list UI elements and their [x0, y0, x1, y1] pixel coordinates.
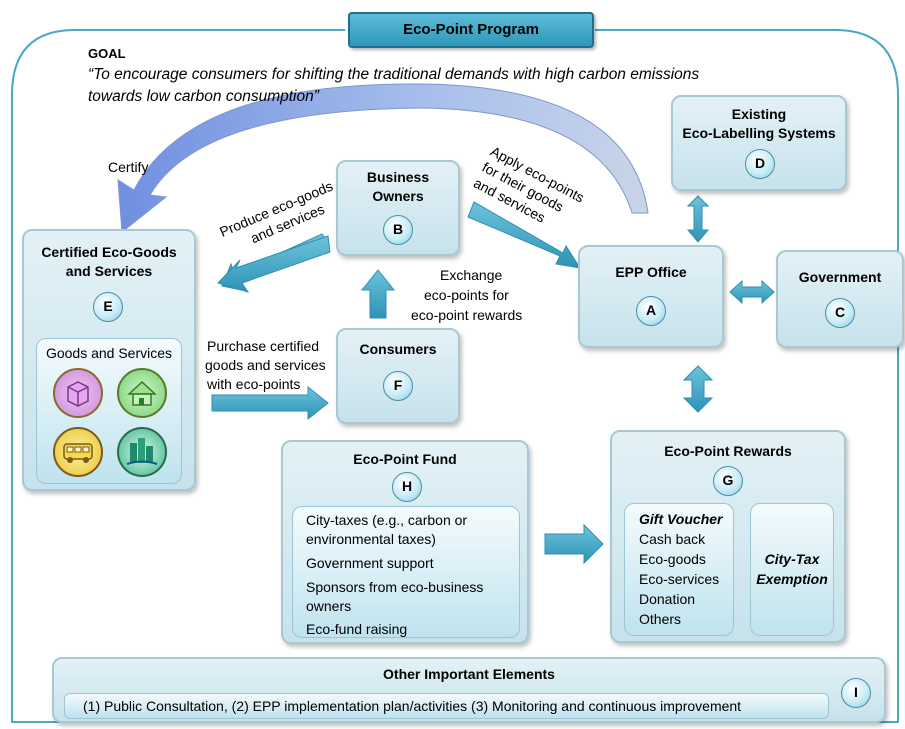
fund-item: owners	[306, 598, 352, 614]
city-tax-line1: City-Tax	[764, 551, 820, 567]
fund-to-rewards-arrow	[544, 523, 604, 565]
fund-item: Government support	[306, 555, 434, 571]
voucher-item: Eco-services	[639, 571, 720, 587]
node-h-title: Eco-Point Fund	[353, 451, 457, 467]
program-title: Eco-Point Program	[348, 12, 594, 48]
node-consumers: Consumers F	[336, 328, 460, 424]
node-existing-eco-labelling: Existing Eco-Labelling Systems D	[671, 95, 847, 191]
node-i-title: Other Important Elements	[383, 666, 555, 682]
program-title-text: Eco-Point Program	[403, 21, 539, 38]
node-c-badge: C	[825, 298, 855, 328]
label-purchase-line3: with eco-points	[207, 376, 301, 392]
a-c-arrow	[729, 279, 775, 305]
fund-item: City-taxes (e.g., carbon or	[306, 512, 468, 528]
label-exchange-line2: eco-points for	[424, 287, 509, 303]
purchase-arrow	[211, 385, 329, 421]
city-tax-exemption-panel: City-Tax Exemption	[750, 503, 834, 636]
other-elements-panel: (1) Public Consultation, (2) EPP impleme…	[64, 693, 829, 719]
node-c-title: Government	[798, 269, 882, 285]
node-epp-office: EPP Office A	[578, 245, 724, 348]
fund-item: Sponsors from eco-business	[306, 579, 484, 595]
node-d-badge: D	[745, 149, 775, 179]
voucher-item: Donation	[639, 591, 696, 607]
produce-arrow-body	[217, 235, 331, 293]
node-g-title: Eco-Point Rewards	[664, 443, 792, 459]
goal-label: GOAL	[88, 46, 126, 61]
node-f-title: Consumers	[359, 341, 437, 357]
node-d-title-line2: Eco-Labelling Systems	[682, 125, 836, 141]
label-purchase-line2: goods and services	[205, 357, 326, 373]
node-b-badge: B	[383, 215, 413, 245]
fund-sources-panel: City-taxes (e.g., carbon or environmenta…	[292, 506, 520, 638]
node-d-title-line1: Existing	[731, 106, 787, 122]
node-i-badge: I	[841, 678, 871, 708]
node-eco-point-fund: Eco-Point Fund H City-taxes (e.g., carbo…	[281, 440, 529, 644]
house-icon	[117, 368, 167, 418]
node-e-title-line1: Certified Eco-Goods	[41, 244, 177, 260]
city-tax-line2: Exemption	[756, 571, 828, 587]
city-icon	[117, 427, 167, 477]
exchange-up-arrow	[360, 269, 396, 319]
gift-voucher-panel: Gift Voucher Cash back Eco-goods Eco-ser…	[624, 503, 734, 636]
node-b-title-line2: Owners	[372, 188, 424, 204]
node-f-badge: F	[383, 371, 413, 401]
gift-voucher-title: Gift Voucher	[639, 511, 723, 527]
fund-item: Eco-fund raising	[306, 621, 408, 637]
certify-arrow	[117, 83, 649, 233]
label-purchase-line1: Purchase certified	[207, 338, 320, 354]
node-eco-point-rewards: Eco-Point Rewards G Gift Voucher Cash ba…	[610, 430, 846, 643]
goal-text-line1: “To encourage consumers for shifting the…	[88, 66, 700, 83]
node-g-badge: G	[713, 466, 743, 496]
voucher-item: Cash back	[639, 531, 706, 547]
d-a-arrow	[686, 195, 710, 243]
voucher-item: Others	[639, 611, 682, 627]
node-a-badge: A	[636, 296, 666, 326]
node-b-title-line1: Business	[366, 169, 430, 185]
voucher-item: Eco-goods	[639, 551, 706, 567]
a-g-arrow	[682, 365, 714, 413]
node-e-title-line2: and Services	[65, 263, 153, 279]
node-government: Government C	[776, 250, 904, 348]
label-exchange-line1: Exchange	[440, 267, 503, 283]
label-certify: Certify	[108, 159, 149, 175]
other-elements-text: (1) Public Consultation, (2) EPP impleme…	[83, 698, 742, 714]
node-business-owners: Business Owners B	[336, 160, 460, 256]
node-h-badge: H	[392, 472, 422, 502]
apply-arrow	[467, 201, 582, 269]
label-exchange-line3: eco-point rewards	[411, 307, 523, 323]
node-a-title: EPP Office	[615, 264, 687, 280]
package-icon	[53, 368, 103, 418]
goal-text-line2: towards low carbon consumption”	[88, 88, 319, 105]
goods-services-panel: Goods and Services	[36, 338, 182, 484]
node-e-badge: E	[93, 292, 123, 322]
goods-services-title: Goods and Services	[45, 345, 173, 361]
node-certified-eco-goods: Certified Eco-Goods and Services E Goods…	[22, 229, 196, 491]
node-other-important-elements: Other Important Elements I (1) Public Co…	[52, 657, 886, 723]
fund-item: environmental taxes)	[306, 531, 436, 547]
vehicle-icon	[53, 427, 103, 477]
